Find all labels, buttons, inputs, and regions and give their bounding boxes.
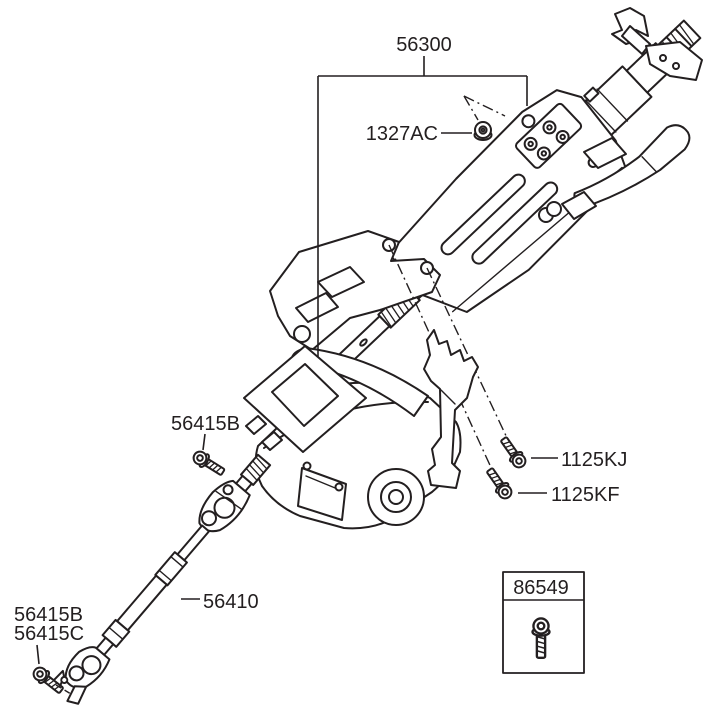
nut-1327ac-drawing <box>473 121 493 141</box>
lower-universal-joint <box>51 646 111 705</box>
callout-56415bc-lower: 56415B 56415C <box>14 604 84 665</box>
callout-56410: 56410 <box>181 591 259 613</box>
part-box-86549[interactable]: 86549 <box>502 571 585 674</box>
tilt-mechanism-detail <box>538 137 627 223</box>
callout-1327ac: 1327AC <box>366 123 472 145</box>
intermediate-shaft-assembly <box>51 453 272 705</box>
callout-1125kf: 1125KF <box>518 484 620 506</box>
bolt-1125kf-drawing <box>482 464 516 503</box>
tip-hardware <box>611 7 703 81</box>
label-56415c-lower[interactable]: 56415C <box>14 623 84 645</box>
label-56410[interactable]: 56410 <box>203 591 259 613</box>
bolt-block <box>514 102 583 169</box>
assembly-line-1125kj <box>426 267 509 441</box>
clamp-collar <box>621 25 651 55</box>
support-bracket <box>423 329 479 489</box>
label-56415b-lower[interactable]: 56415B <box>14 604 83 626</box>
upper-universal-joint <box>198 479 251 533</box>
label-1125kf[interactable]: 1125KF <box>551 484 620 506</box>
assembly-line-56415c <box>55 684 72 695</box>
mounting-bracket <box>388 89 628 314</box>
label-56300[interactable]: 56300 <box>396 34 452 56</box>
label-1327ac[interactable]: 1327AC <box>366 123 438 145</box>
callout-56415b-upper: 56415B <box>171 413 240 451</box>
callout-1125kj: 1125KJ <box>531 449 627 471</box>
label-1125kj[interactable]: 1125KJ <box>561 449 627 471</box>
housing-foot-bracket <box>297 467 347 521</box>
label-56415b-upper[interactable]: 56415B <box>171 413 240 435</box>
assembly-line-nut-b <box>463 95 506 117</box>
assembly-line-nut-a <box>463 95 479 121</box>
bolt-1125kj-drawing <box>496 433 530 472</box>
shaft-56410 <box>95 524 210 656</box>
label-86549[interactable]: 86549 <box>513 577 569 599</box>
lower-mounting-plate <box>269 230 441 351</box>
callout-56300: 56300 <box>317 34 528 357</box>
bolt-56415b-upper-drawing <box>189 447 228 480</box>
lock-housing-plate <box>645 41 703 81</box>
